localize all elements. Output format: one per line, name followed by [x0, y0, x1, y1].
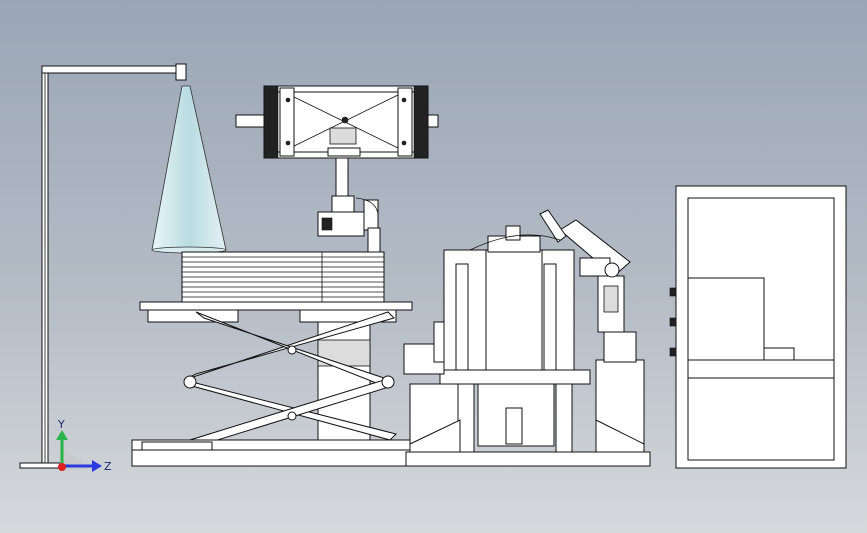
top-frame: [235, 85, 439, 159]
origin-dot: [58, 463, 66, 471]
sheet-stack: [181, 251, 385, 303]
cone-hood: [151, 85, 227, 254]
robot-arm: [469, 209, 637, 363]
lamp-post: [19, 63, 187, 469]
central-machine: [403, 225, 651, 467]
camera-column: [317, 157, 381, 253]
z-axis-label: Z: [104, 460, 112, 473]
scissor-lift: [131, 301, 415, 467]
y-axis-label: Y: [57, 418, 65, 431]
right-cabinet: [669, 185, 847, 469]
axis-triad: Y Z: [56, 418, 112, 473]
